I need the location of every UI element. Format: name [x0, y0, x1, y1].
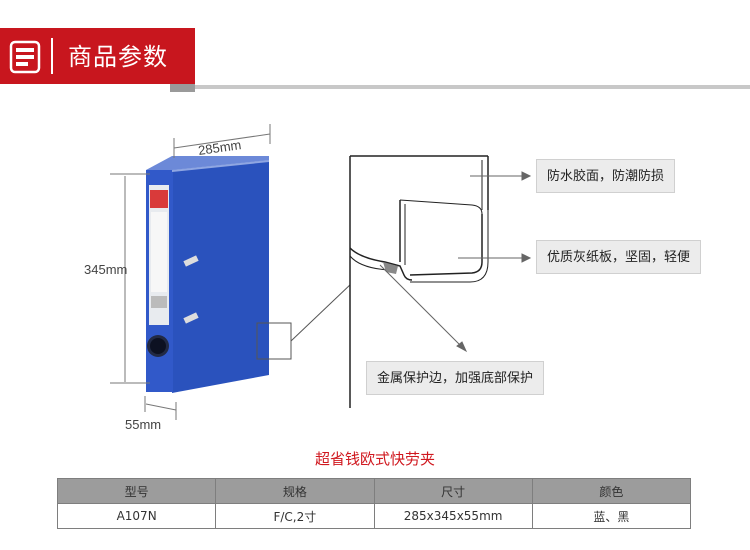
header-model: 型号: [56, 478, 217, 504]
table-header-row: 型号 规格 尺寸 颜色: [56, 478, 692, 504]
header-divider: [51, 38, 53, 74]
binder-image: [146, 156, 269, 393]
height-label: 345mm: [84, 262, 128, 277]
product-name: 超省钱欧式快劳夹: [314, 450, 435, 468]
table-row: A107N F/C,2寸 285x345x55mm 蓝、黑: [56, 503, 692, 529]
header-fold: [170, 84, 195, 92]
header-underline: [195, 85, 750, 89]
header-size: 尺寸: [373, 478, 533, 504]
header-spec: 规格: [215, 478, 375, 504]
document-icon: [9, 40, 41, 74]
feature-metal-edge: 金属保护边，加强底部保护: [366, 361, 545, 395]
feature-cardboard: 优质灰纸板，坚固，轻便: [536, 240, 702, 274]
header-color: 颜色: [531, 478, 692, 504]
page-title: 商品参数: [68, 43, 168, 71]
cell-size: 285x345x55mm: [373, 503, 533, 529]
spec-table: 型号 规格 尺寸 颜色 A107N F/C,2寸 285x345x55mm 蓝、…: [56, 478, 692, 529]
cell-model: A107N: [56, 503, 217, 529]
feature-waterproof: 防水胶面，防潮防损: [536, 159, 676, 193]
cell-color: 蓝、黑: [531, 503, 692, 529]
product-illustration: [110, 124, 532, 420]
cell-spec: F/C,2寸: [215, 503, 375, 529]
depth-label: 55mm: [125, 417, 162, 432]
